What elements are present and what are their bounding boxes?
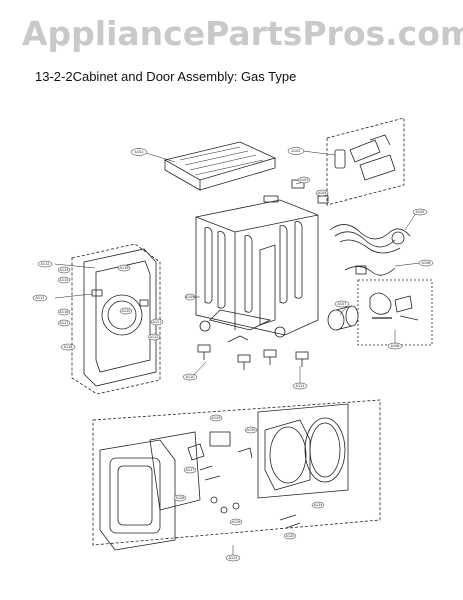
right-parts-group xyxy=(357,279,433,346)
door-hardware-parts xyxy=(187,431,301,529)
callout-label: A126 xyxy=(231,520,240,524)
callout-label: A104 xyxy=(317,191,327,195)
callout-label: A112 xyxy=(40,262,49,266)
callout-label: A121 xyxy=(152,320,161,324)
callout-label: A115 xyxy=(59,278,68,282)
callout-label: A102 xyxy=(291,149,300,153)
callout-label: A114 xyxy=(59,268,69,272)
callout-label: A120 xyxy=(121,309,130,313)
callout-label: A108 xyxy=(390,344,399,348)
duct-parts-group xyxy=(326,117,405,206)
callout-label: A109 xyxy=(185,295,194,299)
callout-label: A117 xyxy=(59,321,68,325)
door-assembly-group xyxy=(92,399,381,551)
wire-harness-part xyxy=(329,224,411,254)
callout-label: A106 xyxy=(421,261,430,265)
callout-label: A101 xyxy=(134,150,143,154)
callout-label: A129 xyxy=(211,416,220,420)
callout-label: A119 xyxy=(119,266,128,270)
site-watermark: AppliancePartsPros.com xyxy=(22,14,463,53)
callout-label: A110 xyxy=(185,375,194,379)
diagram-title: 13-2-2Cabinet and Door Assembly: Gas Typ… xyxy=(35,69,297,84)
callout-label: A107 xyxy=(337,302,346,306)
callout-label: A125 xyxy=(285,534,294,538)
callout-label: A105 xyxy=(415,210,424,214)
leveling-feet-parts xyxy=(197,335,309,370)
callout-label: A128 xyxy=(175,496,184,500)
callout-label: A111 xyxy=(295,384,304,388)
top-cover-part xyxy=(163,141,277,191)
callout-label: A122 xyxy=(149,335,158,339)
callout-label: A116 xyxy=(59,310,68,314)
callout-label: A130 xyxy=(246,428,255,432)
callout-label: A124 xyxy=(313,503,323,507)
door-glass-group xyxy=(257,403,349,499)
vent-cylinder-part xyxy=(327,305,359,331)
callout-label: A127 xyxy=(185,468,194,472)
callout-label: A103 xyxy=(299,178,308,182)
leader-lines xyxy=(54,150,421,556)
callout-label: A123 xyxy=(228,556,237,560)
front-panel-part xyxy=(71,243,161,395)
callout-label: A118 xyxy=(63,345,72,349)
cabinet-body-part xyxy=(195,199,319,338)
power-cord-part xyxy=(344,265,396,276)
callout-label: A113 xyxy=(35,296,44,300)
